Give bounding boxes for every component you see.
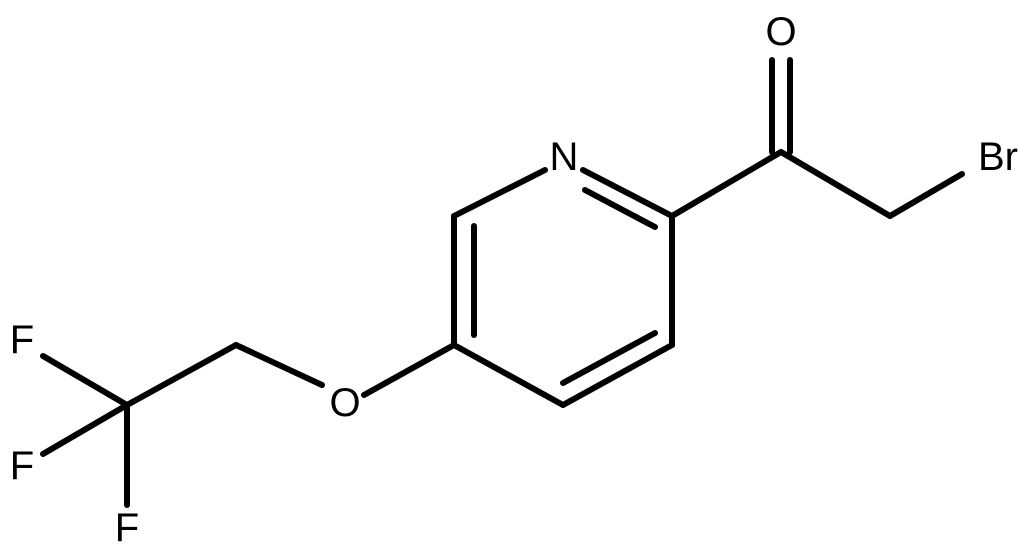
bond-n-c6 <box>451 167 548 219</box>
bond-carbonyl-ch2 <box>778 149 893 219</box>
atom-nitrogen: N <box>550 135 579 179</box>
atom-fluorine-1: F <box>10 318 34 362</box>
bond-c4-c3 <box>560 342 675 408</box>
atom-oxygen-ether: O <box>329 381 360 425</box>
bond-o-ch2 <box>233 342 325 388</box>
bond-n-c2-inner <box>582 187 658 230</box>
atom-oxygen-carbonyl: O <box>765 10 796 54</box>
bond-ch2-br <box>887 171 965 219</box>
atom-bromine: Br <box>978 135 1018 179</box>
bond-c5-o <box>361 342 457 398</box>
bond-ch2-cf3 <box>124 342 239 408</box>
atom-fluorine-3: F <box>115 506 139 550</box>
bond-cf3-f2 <box>40 402 130 457</box>
bond-cf3-f1 <box>40 353 130 408</box>
bond-c2-carbonyl <box>669 149 784 219</box>
bond-c5-c4 <box>451 342 566 408</box>
bond-n-c2 <box>580 167 675 219</box>
bond-c4-c3-inner <box>560 330 658 386</box>
atom-fluorine-2: F <box>10 444 34 488</box>
